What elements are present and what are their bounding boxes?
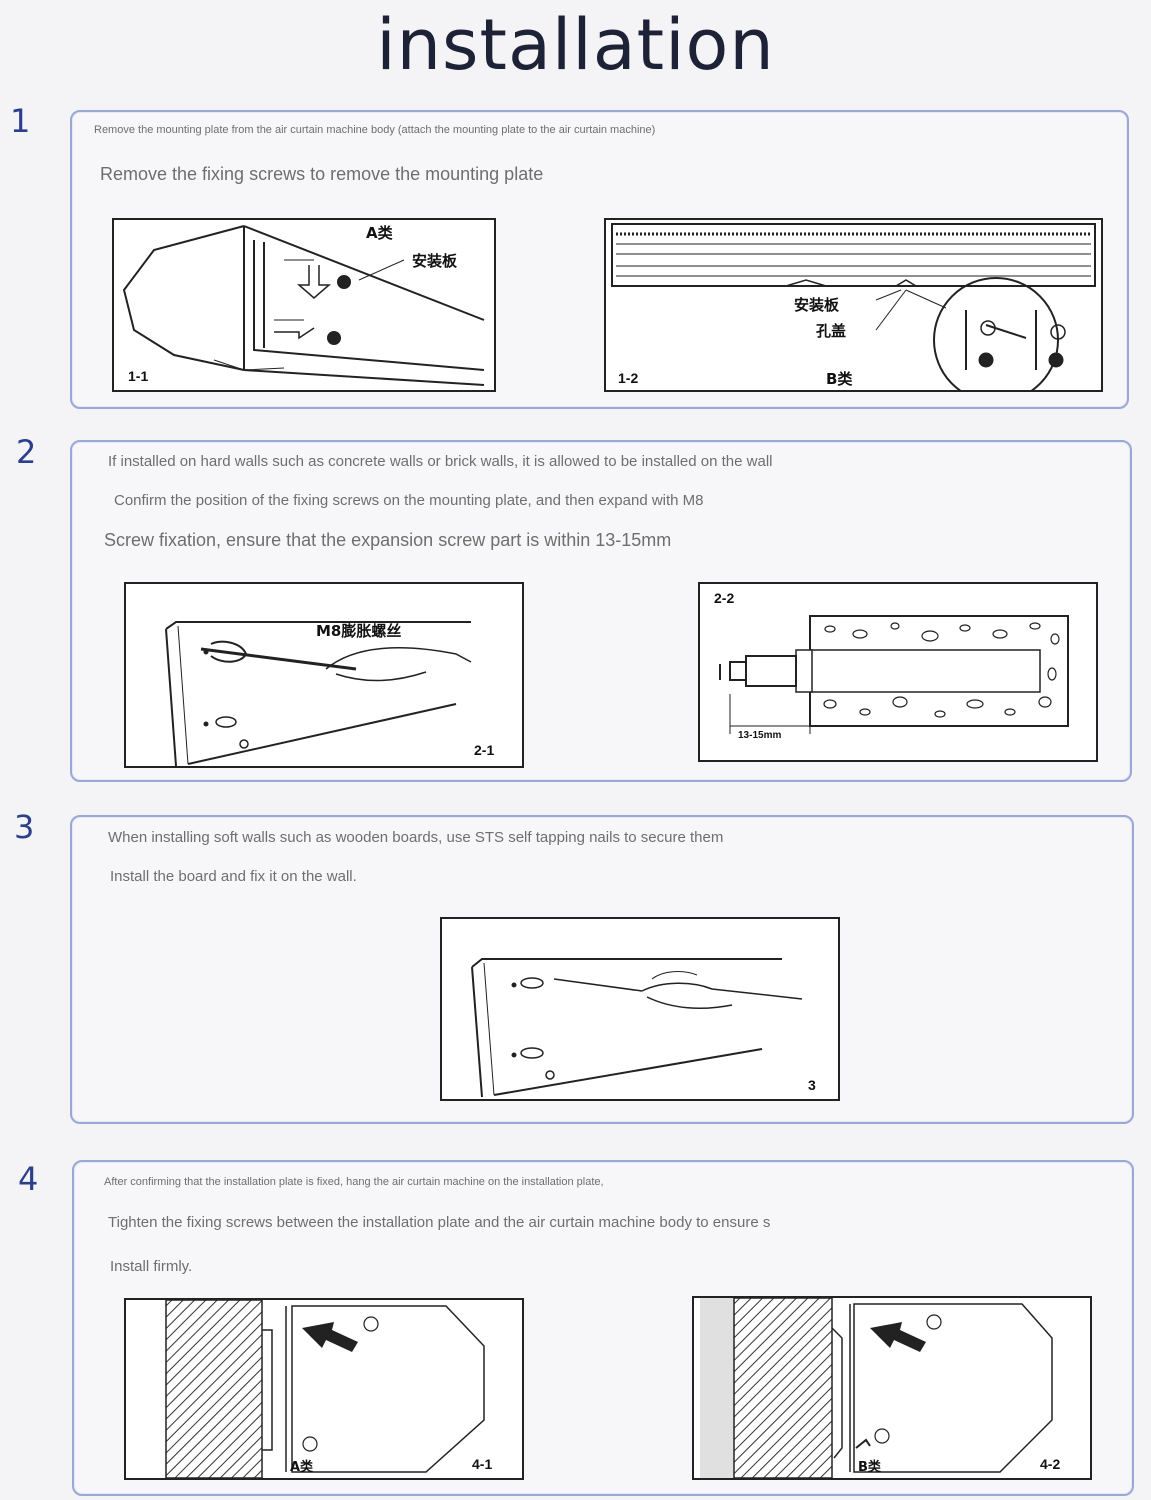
- figure-1-2-drawing: [611, 223, 1096, 390]
- figure-4-2-tag: B类: [858, 1460, 881, 1475]
- step-3-number: 3: [14, 808, 35, 846]
- step-4-number: 4: [18, 1160, 39, 1198]
- figure-1-1: A类 安装板 1-1: [112, 218, 496, 392]
- figure-1-2: 安装板 孔盖 1-2 B类: [604, 218, 1103, 392]
- figure-2-2-dimension-label: 13-15mm: [738, 730, 782, 741]
- figure-4-2-drawing: [700, 1298, 1053, 1478]
- page-title: installation: [376, 4, 775, 86]
- figure-4-1: A类 4-1: [124, 1298, 524, 1480]
- step-4-panel: After confirming that the installation p…: [72, 1160, 1134, 1496]
- figure-1-1-drawing: [122, 225, 485, 386]
- step-2-line-3: Screw fixation, ensure that the expansio…: [104, 530, 672, 550]
- step-1-line-1: Remove the mounting plate from the air c…: [94, 124, 656, 136]
- step-3-panel: When installing soft walls such as woode…: [70, 815, 1134, 1124]
- figure-1-1-tag: A类: [366, 224, 393, 242]
- figure-1-1-caption: 1-1: [128, 368, 149, 384]
- figure-2-1-caption: 2-1: [474, 742, 495, 758]
- figure-2-1-drawing: [165, 621, 472, 766]
- step-3-line-2: Install the board and fix it on the wall…: [110, 868, 357, 885]
- figure-2-1-screw-label: M8膨胀螺丝: [316, 622, 402, 640]
- figure-1-1-part-label: 安装板: [412, 252, 458, 270]
- step-4-line-2: Tighten the fixing screws between the in…: [108, 1214, 771, 1231]
- figure-1-2-tag: B类: [826, 370, 853, 388]
- figure-4-2: B类 4-2: [692, 1296, 1092, 1480]
- step-2-line-1: If installed on hard walls such as concr…: [108, 453, 773, 470]
- step-2-number: 2: [16, 433, 37, 471]
- step-2-panel: If installed on hard walls such as concr…: [70, 440, 1132, 782]
- step-1-number: 1: [10, 102, 31, 140]
- figure-4-1-caption: 4-1: [472, 1456, 493, 1472]
- figure-3-caption: 3: [808, 1077, 816, 1093]
- figure-3: 3: [440, 917, 840, 1101]
- figure-2-2-drawing: [719, 615, 1069, 734]
- step-4-line-3: Install firmly.: [110, 1258, 193, 1275]
- figure-4-2-caption: 4-2: [1040, 1456, 1061, 1472]
- step-4-line-1: After confirming that the installation p…: [104, 1176, 604, 1188]
- figure-3-drawing: [471, 958, 803, 1098]
- step-2-line-2: Confirm the position of the fixing screw…: [114, 492, 704, 509]
- figure-1-2-hole-label: 孔盖: [816, 322, 847, 340]
- figure-4-1-drawing: [165, 1300, 485, 1478]
- step-3-line-1: When installing soft walls such as woode…: [108, 829, 724, 846]
- figure-1-2-part-label: 安装板: [794, 296, 840, 314]
- step-1-panel: Remove the mounting plate from the air c…: [70, 110, 1129, 409]
- figure-2-2: 2-2 13-15mm: [698, 582, 1098, 762]
- figure-2-1: M8膨胀螺丝 2-1: [124, 582, 524, 768]
- figure-1-2-caption: 1-2: [618, 370, 639, 386]
- figure-4-1-tag: A类: [290, 1460, 314, 1475]
- step-1-line-2: Remove the fixing screws to remove the m…: [100, 164, 544, 184]
- figure-2-2-caption: 2-2: [714, 590, 735, 606]
